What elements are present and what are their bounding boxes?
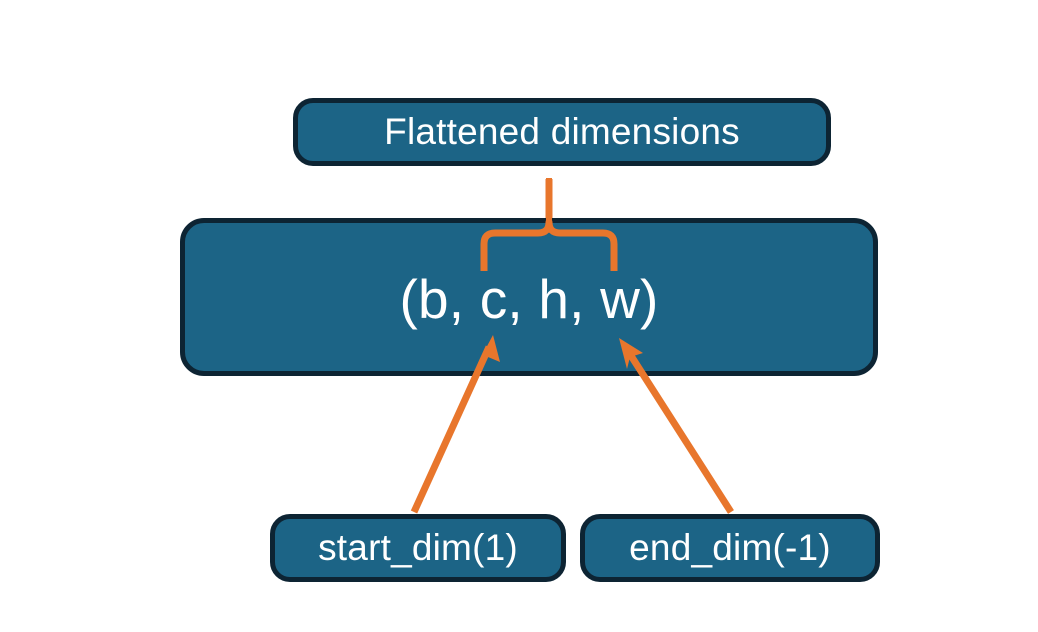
- start-dim-label: start_dim(1): [318, 527, 518, 568]
- start-dim-box[interactable]: start_dim(1): [270, 514, 566, 582]
- tensor-shape-label: (b, c, h, w): [399, 268, 659, 330]
- flattened-dimensions-label: Flattened dimensions: [384, 111, 740, 152]
- end-dim-box[interactable]: end_dim(-1): [580, 514, 880, 582]
- end-dim-label: end_dim(-1): [629, 527, 831, 568]
- flattened-dimensions-box[interactable]: Flattened dimensions: [293, 98, 831, 166]
- tensor-shape-box[interactable]: (b, c, h, w): [180, 218, 878, 376]
